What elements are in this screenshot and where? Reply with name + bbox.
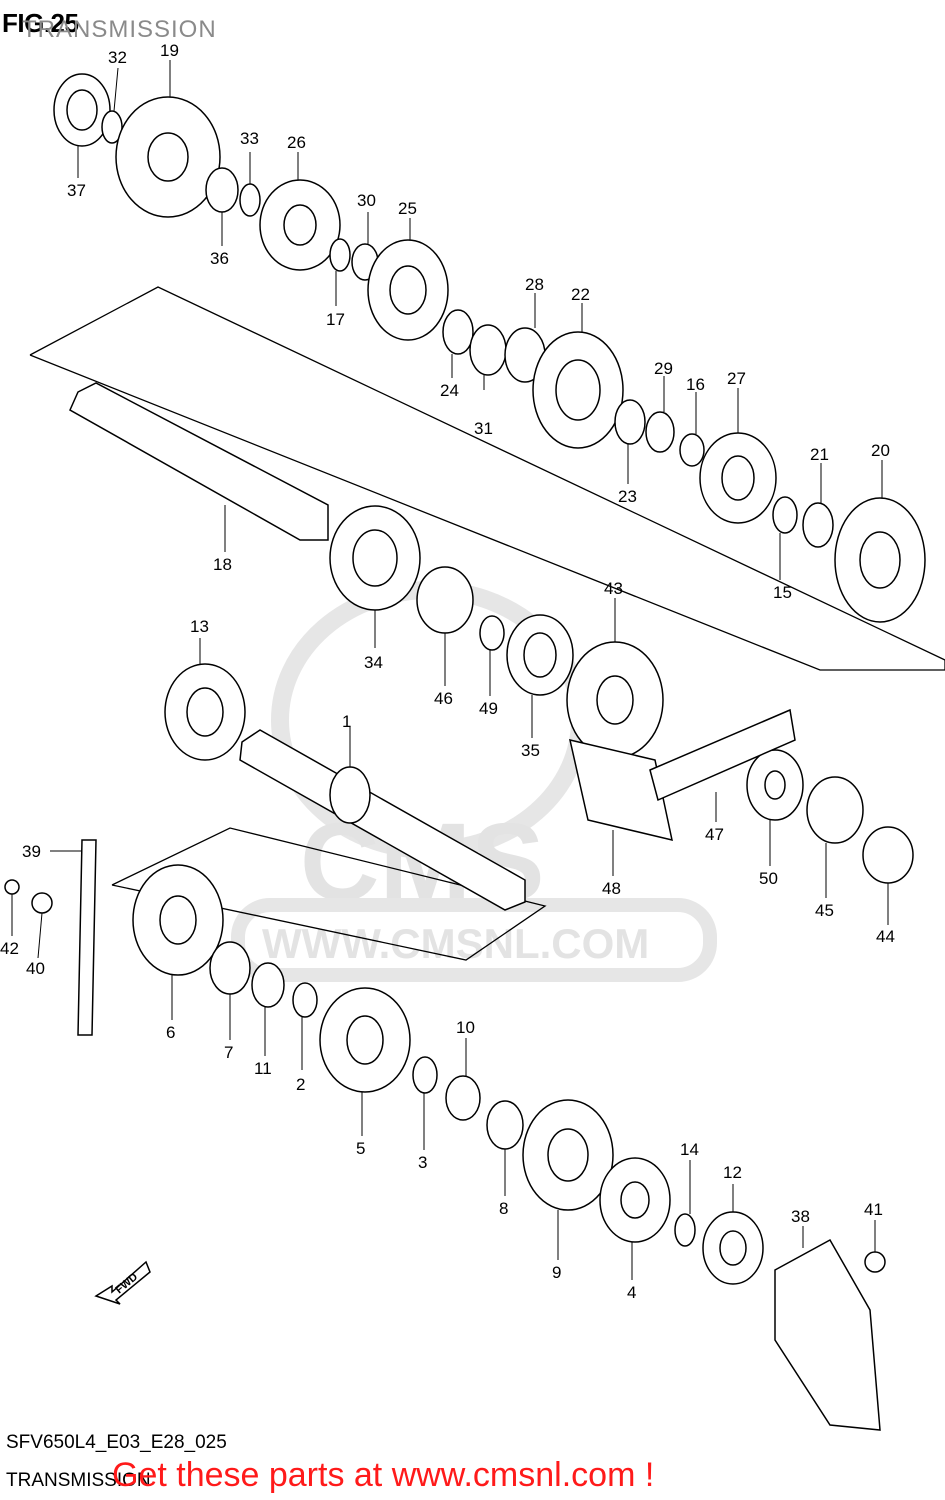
shafts	[69, 382, 526, 1036]
callout-44: 44	[876, 927, 895, 946]
parts	[4, 73, 926, 1431]
callout-9: 9	[552, 1263, 561, 1282]
callout-7: 7	[224, 1043, 233, 1062]
callout-50: 50	[759, 869, 778, 888]
callout-12: 12	[723, 1163, 742, 1182]
callout-19: 19	[160, 41, 179, 60]
callout-3: 3	[418, 1153, 427, 1172]
leader-lines	[11, 60, 889, 1280]
section-label: TRANSMISSION	[6, 1470, 151, 1491]
part-38-retainer	[774, 1238, 881, 1431]
part-46-collar	[416, 566, 474, 634]
part-49-oring	[479, 615, 505, 651]
callout-17: 17	[326, 310, 345, 329]
part-40-stopper	[31, 892, 53, 914]
part-48-chain-joint	[569, 738, 673, 842]
part-7-bushing	[209, 941, 251, 995]
driveshaft-frame	[111, 827, 547, 961]
part-23-bushing	[614, 399, 646, 445]
callout-4: 4	[627, 1283, 636, 1302]
shop-link[interactable]: Get these parts at www.cmsnl.com !	[112, 1456, 655, 1494]
callout-46: 46	[434, 689, 453, 708]
driveshaft	[239, 729, 526, 911]
callout-49: 49	[479, 699, 498, 718]
callout-labels: 1 2 3 4 5 6 7 8 9 10 11 12 13 14 15 16 1…	[0, 41, 895, 1302]
callout-16: 16	[686, 375, 705, 394]
model-code: SFV650L4_E03_E28_025	[6, 1432, 227, 1453]
callout-37: 37	[67, 181, 86, 200]
part-47-chain	[649, 708, 796, 802]
part-16-circlip	[679, 433, 705, 467]
part-45-lock-washer	[806, 776, 864, 844]
callout-20: 20	[871, 441, 890, 460]
callout-13: 13	[190, 617, 209, 636]
callout-43: 43	[604, 579, 623, 598]
part-14-circlip	[674, 1213, 696, 1247]
callout-22: 22	[571, 285, 590, 304]
callout-25: 25	[398, 199, 417, 218]
callout-24: 24	[440, 381, 459, 400]
fwd-badge: FWD	[94, 1260, 151, 1305]
part-36-bushing	[205, 167, 239, 213]
callout-28: 28	[525, 275, 544, 294]
part-8-bushing	[486, 1100, 524, 1150]
countershaft	[69, 382, 329, 541]
group-frames	[29, 286, 945, 961]
callout-6: 6	[166, 1023, 175, 1042]
callout-35: 35	[521, 741, 540, 760]
callout-48: 48	[602, 879, 621, 898]
callout-33: 33	[240, 129, 259, 148]
diagram-title: TRANSMISSION	[22, 16, 217, 43]
part-41-bolt	[864, 1251, 886, 1273]
callout-32: 32	[108, 48, 127, 67]
callout-34: 34	[364, 653, 383, 672]
callout-40: 40	[26, 959, 45, 978]
part-2-circlip	[292, 982, 318, 1018]
callout-1: 1	[342, 712, 351, 731]
callout-10: 10	[456, 1018, 475, 1037]
callout-39: 39	[22, 842, 41, 861]
callout-31: 31	[474, 419, 493, 438]
callout-8: 8	[499, 1199, 508, 1218]
callout-18: 18	[213, 555, 232, 574]
callout-2: 2	[296, 1075, 305, 1094]
part-17-circlip	[329, 238, 351, 272]
part-3-circlip	[412, 1056, 438, 1094]
callout-27: 27	[727, 369, 746, 388]
part-29-washer	[645, 411, 675, 453]
countershaft-frame	[29, 286, 945, 671]
callout-26: 26	[287, 133, 306, 152]
shift-fork-shaft	[77, 839, 97, 1036]
callout-11: 11	[254, 1059, 272, 1078]
callout-36: 36	[210, 249, 229, 268]
callout-41: 41	[864, 1200, 883, 1219]
callout-5: 5	[356, 1139, 365, 1158]
part-15-circlip	[772, 496, 798, 534]
part-21-bushing	[802, 502, 834, 548]
part-42-bolt	[4, 879, 20, 895]
figure-number: FIG.25	[2, 8, 79, 38]
part-10-washer	[445, 1075, 481, 1121]
part-44-nut	[862, 826, 914, 884]
callout-21: 21	[810, 445, 829, 464]
callout-15: 15	[773, 583, 792, 602]
part-33-washer	[239, 183, 261, 217]
callout-30: 30	[357, 191, 376, 210]
watermark-url: WWW.CMSNL.COM	[262, 920, 649, 967]
callout-29: 29	[654, 359, 673, 378]
callout-38: 38	[791, 1207, 810, 1226]
part-11-washer	[251, 962, 285, 1008]
part-31-washer	[469, 324, 507, 376]
callout-23: 23	[618, 487, 637, 506]
callout-14: 14	[680, 1140, 699, 1159]
part-1-pinion	[329, 766, 371, 824]
callout-42: 42	[0, 939, 19, 958]
callout-47: 47	[705, 825, 724, 844]
callout-45: 45	[815, 901, 834, 920]
part-24-bushing	[442, 309, 474, 355]
